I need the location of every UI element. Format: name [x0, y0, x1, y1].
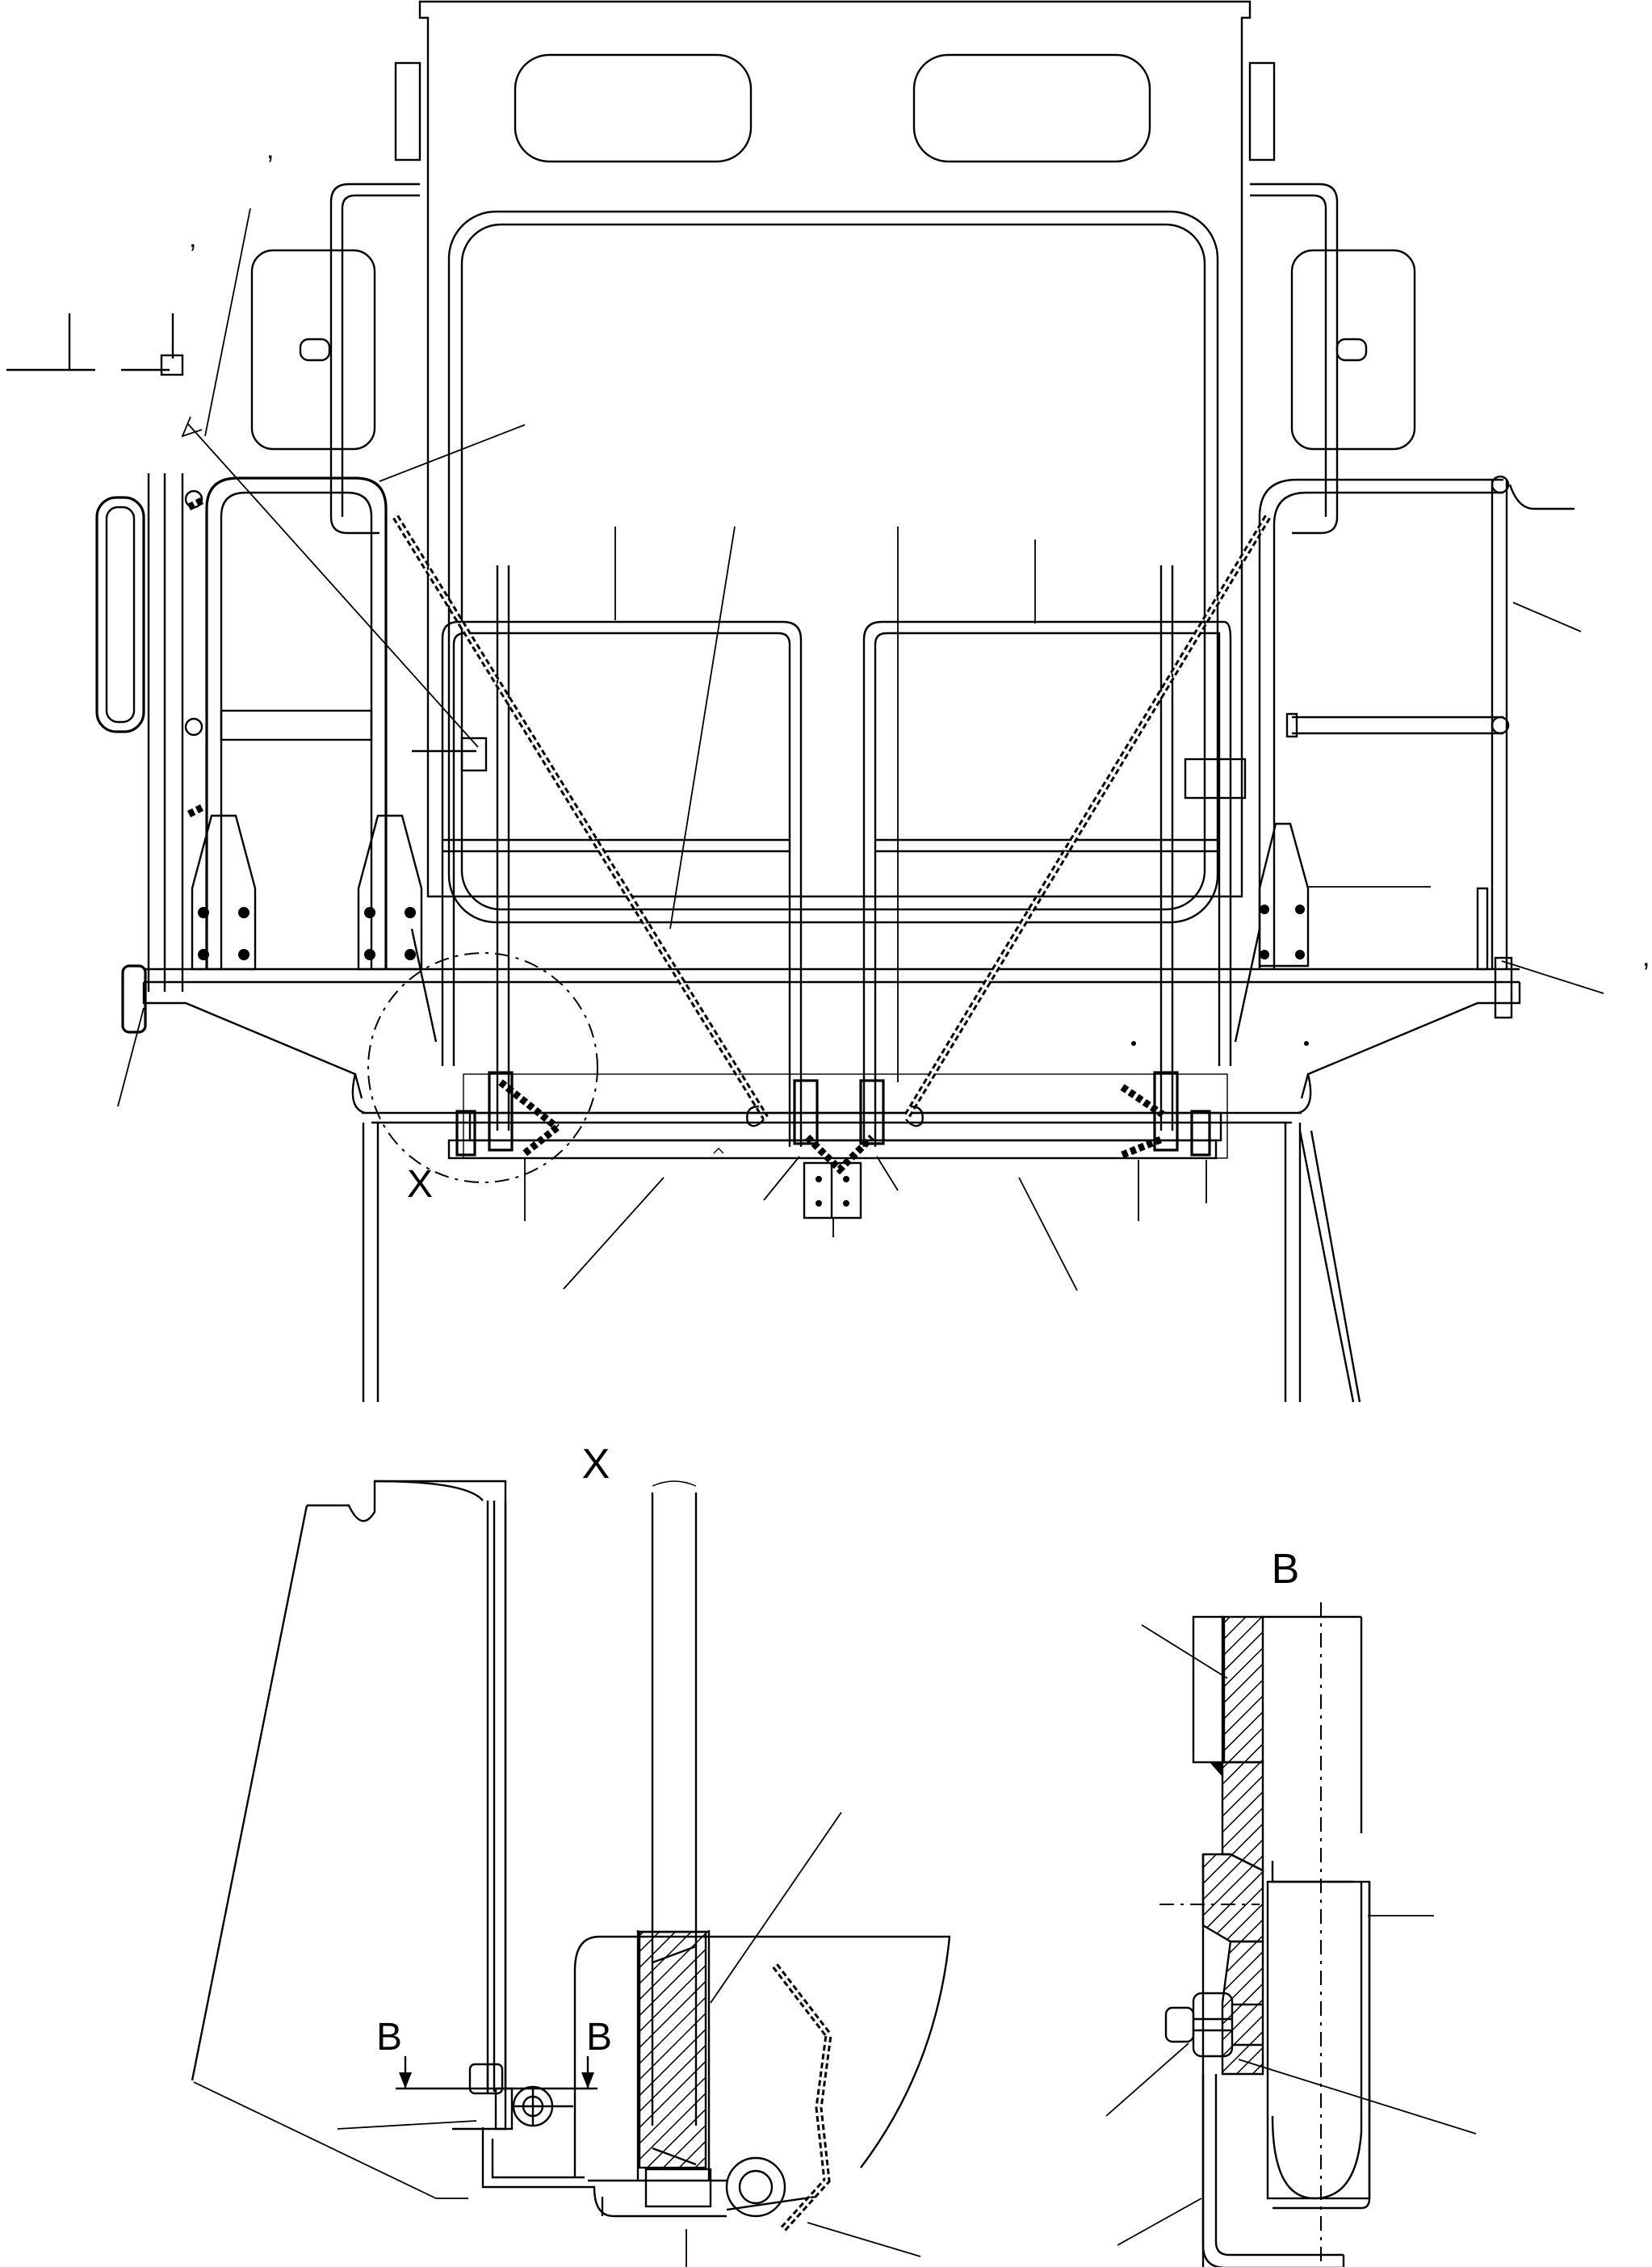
left-handrail-assembly	[95, 473, 423, 1034]
gate-hinge-posts	[455, 1071, 1211, 1157]
comma-mark-3: ,	[1642, 942, 1650, 972]
gate-rail-left	[441, 565, 803, 1147]
rear-deck-platform	[142, 928, 1521, 1160]
section-b-view: B	[1105, 1546, 1477, 2267]
section-b-marker-left: B	[376, 2016, 402, 2059]
center-latch	[793, 1079, 885, 1220]
rear-window-frame	[447, 210, 1219, 924]
lower-chassis	[362, 1123, 1361, 1403]
comma-mark-2: ,	[189, 223, 196, 254]
detail-x-view: X	[191, 1441, 951, 2267]
section-b-title: B	[1272, 1546, 1300, 1593]
cab-rear-panel	[394, 0, 1276, 898]
side-lamp-right	[1290, 249, 1416, 451]
right-handrail-assembly	[1258, 475, 1574, 1019]
leader-lines	[117, 208, 1604, 1291]
main-view: X , , ,	[6, 0, 1650, 1403]
comma-mark-1: ,	[266, 134, 274, 165]
detail-x-circle	[367, 952, 598, 1183]
fixing-bolt-left	[6, 313, 488, 772]
detail-x-marker: X	[407, 1163, 433, 1206]
cab-handrail-left	[329, 183, 420, 535]
section-b-marker-right: B	[586, 2016, 612, 2059]
gate-rail-right	[862, 565, 1247, 1147]
side-lamp-left	[250, 249, 376, 451]
safety-chains	[187, 497, 1271, 1159]
cab-handrail-right	[1250, 183, 1339, 535]
detail-x-title: X	[582, 1441, 610, 1488]
